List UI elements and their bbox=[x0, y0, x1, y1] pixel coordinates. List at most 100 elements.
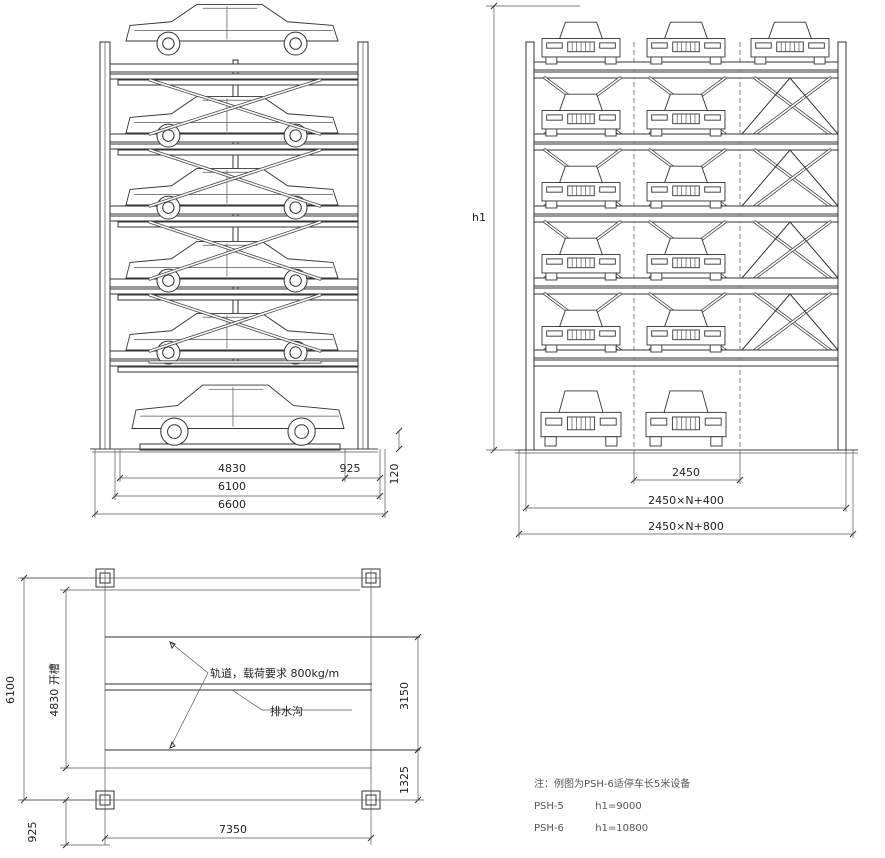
plan-dim-925: 925 bbox=[26, 822, 39, 843]
level-frame bbox=[533, 359, 839, 367]
car-tyre bbox=[605, 436, 618, 447]
car-tyre bbox=[650, 128, 663, 137]
plan-dim-3150: 3150 bbox=[398, 682, 411, 710]
specification-note: 注：例图为PSH-6适停车长5米设备 PSH-5 h1=9000 PSH-6 h… bbox=[534, 774, 834, 840]
car-tyre bbox=[754, 56, 767, 65]
car-tyre bbox=[709, 272, 722, 281]
empty-pallet-frame bbox=[741, 221, 839, 279]
pallet-tray bbox=[117, 79, 359, 86]
car-cabin bbox=[558, 390, 604, 415]
sedan-front bbox=[541, 237, 621, 281]
level-frame bbox=[533, 71, 839, 79]
right-column bbox=[837, 41, 847, 451]
car-cabin bbox=[663, 237, 709, 257]
car-hub bbox=[294, 424, 309, 439]
sedan-front bbox=[750, 21, 830, 65]
car-headlight bbox=[599, 114, 616, 121]
side-dim-6600: 6600 bbox=[218, 498, 246, 511]
car-hub bbox=[162, 201, 175, 214]
car-cabin bbox=[663, 93, 709, 113]
left-column bbox=[525, 41, 535, 451]
car-cabin bbox=[663, 309, 709, 329]
car-hub bbox=[162, 129, 175, 142]
car-headlight bbox=[599, 258, 616, 265]
dimension-tick bbox=[62, 586, 70, 594]
front-dim-h1: h1 bbox=[472, 211, 486, 224]
car-hub bbox=[162, 346, 175, 359]
pallet-beam bbox=[109, 350, 359, 360]
plan-label-track: 轨道，载荷要求 800kg/m bbox=[210, 666, 339, 680]
car-cabin bbox=[558, 165, 604, 185]
sedan-front bbox=[646, 237, 726, 281]
leader-arrow bbox=[169, 641, 176, 650]
car-tyre bbox=[544, 436, 557, 447]
track-leader bbox=[169, 672, 209, 749]
car-headlight bbox=[808, 42, 825, 49]
diagonal-brace-inner bbox=[149, 149, 321, 207]
pallet-beam bbox=[109, 63, 359, 73]
drain-leader bbox=[231, 689, 352, 711]
sedan-front bbox=[645, 390, 727, 447]
car-headlight bbox=[546, 186, 563, 193]
level-frame bbox=[533, 287, 839, 295]
car-tyre bbox=[709, 128, 722, 137]
dimension-tick bbox=[101, 834, 109, 842]
plan-dim-7350: 7350 bbox=[219, 823, 247, 836]
car-tyre bbox=[604, 56, 617, 65]
car-tyre bbox=[545, 272, 558, 281]
sedan-side bbox=[131, 384, 345, 446]
car-headlight bbox=[599, 330, 616, 337]
car-body bbox=[125, 241, 339, 279]
car-headlight bbox=[650, 417, 668, 426]
sedan-side bbox=[125, 4, 339, 56]
pallet-tray bbox=[117, 366, 359, 373]
car-tyre bbox=[604, 200, 617, 209]
dimension-tick bbox=[490, 446, 498, 454]
pallet-frame bbox=[109, 215, 359, 222]
ground-pallet bbox=[139, 443, 341, 451]
car-hub bbox=[289, 274, 302, 287]
front-dim-n400: 2450×N+400 bbox=[648, 494, 724, 507]
dimension-tick bbox=[395, 427, 403, 435]
dimension-tick bbox=[414, 746, 422, 754]
side-dim-6100: 6100 bbox=[218, 480, 246, 493]
pallet-frame bbox=[109, 143, 359, 150]
car-tyre bbox=[604, 344, 617, 353]
car-headlight bbox=[599, 42, 616, 49]
dimension-tick bbox=[395, 445, 403, 453]
car-headlight bbox=[651, 330, 668, 337]
car-cabin bbox=[558, 309, 604, 329]
diagonal-brace-inner bbox=[149, 221, 321, 280]
empty-pallet-frame bbox=[741, 149, 839, 207]
car-headlight bbox=[651, 186, 668, 193]
note-model: PSH-5 bbox=[534, 801, 564, 812]
pallet-frame bbox=[109, 73, 359, 80]
level-beam bbox=[533, 61, 839, 71]
car-tyre bbox=[545, 128, 558, 137]
plan-label-drain: 排水沟 bbox=[270, 704, 303, 718]
sedan-front bbox=[541, 309, 621, 353]
empty-pallet-frame bbox=[741, 293, 839, 351]
dimension-tick bbox=[62, 764, 70, 772]
level-beam bbox=[533, 349, 839, 359]
car-headlight bbox=[704, 42, 721, 49]
car-tyre bbox=[604, 272, 617, 281]
car-tyre bbox=[710, 436, 723, 447]
note-model: PSH-6 bbox=[534, 823, 564, 834]
diagonal-brace-inner bbox=[754, 149, 831, 207]
car-tyre bbox=[813, 56, 826, 65]
leader-arrow bbox=[169, 740, 176, 749]
dimension-tick bbox=[62, 796, 70, 804]
car-tyre bbox=[604, 128, 617, 137]
car-body bbox=[125, 4, 339, 42]
car-hub bbox=[289, 129, 302, 142]
diagonal-brace-inner bbox=[754, 293, 831, 351]
sedan-front bbox=[646, 21, 726, 65]
diagonal-brace-inner bbox=[149, 79, 321, 135]
note-height: h1=10800 bbox=[595, 823, 649, 834]
car-headlight bbox=[651, 42, 668, 49]
diagonal-brace-inner bbox=[754, 77, 831, 135]
sedan-front bbox=[541, 21, 621, 65]
car-headlight bbox=[599, 186, 616, 193]
pallet-beam bbox=[109, 205, 359, 215]
